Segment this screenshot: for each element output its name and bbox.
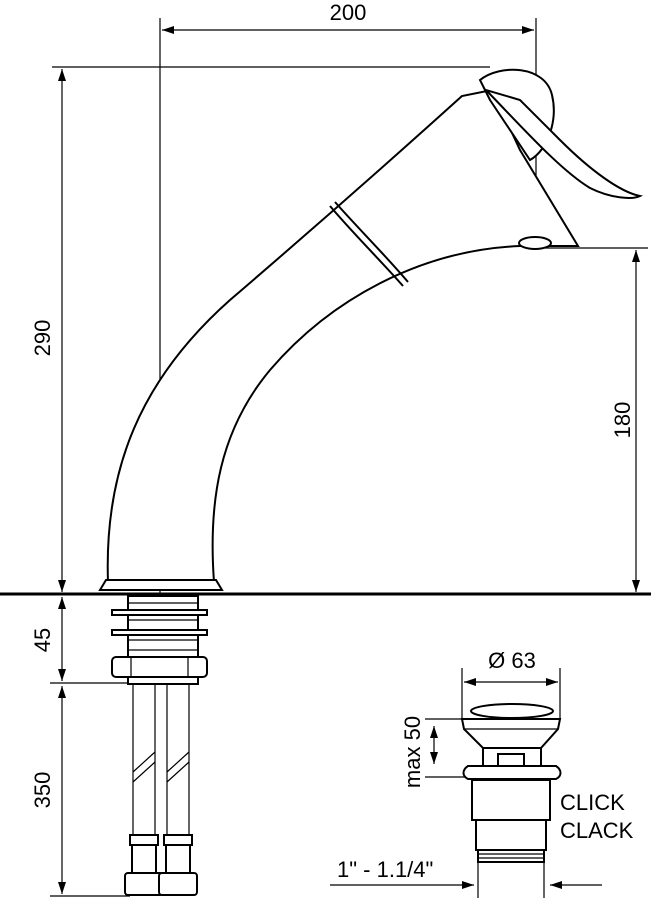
hose-label: 350: [30, 772, 55, 809]
ring-1: [329, 205, 404, 287]
spout-height-label: 180: [610, 402, 635, 439]
tail-assembly: [111, 595, 208, 896]
base-flange: [98, 579, 224, 591]
click-clack-drain: Ø 63 max 50 CLICK CLACK 1" - 1.1/4": [330, 648, 634, 898]
max-height-label: max 50: [400, 716, 425, 788]
tail-dimension: 45: [30, 597, 130, 684]
diameter-label: Ø 63: [488, 648, 536, 673]
width-label: 200: [330, 0, 367, 25]
faucet-body: [98, 68, 644, 591]
nut: [111, 656, 208, 678]
lever: [482, 87, 644, 199]
tail-label: 45: [30, 628, 55, 652]
height-dimension: 290: [30, 66, 490, 592]
drain-cap: [470, 703, 554, 719]
aerator: [518, 236, 552, 250]
thread-label: 1" - 1.1/4": [337, 857, 433, 882]
washer: [111, 609, 208, 616]
hose-dimension: 350: [30, 686, 130, 897]
clack-label: CLACK: [560, 818, 634, 843]
click-label: CLICK: [560, 790, 625, 815]
spout-height-dimension: 180: [545, 247, 648, 592]
hose-left: [124, 684, 164, 896]
washer: [111, 629, 208, 636]
height-label: 290: [30, 320, 55, 357]
hose-right: [158, 684, 198, 896]
ring-2: [334, 201, 409, 283]
